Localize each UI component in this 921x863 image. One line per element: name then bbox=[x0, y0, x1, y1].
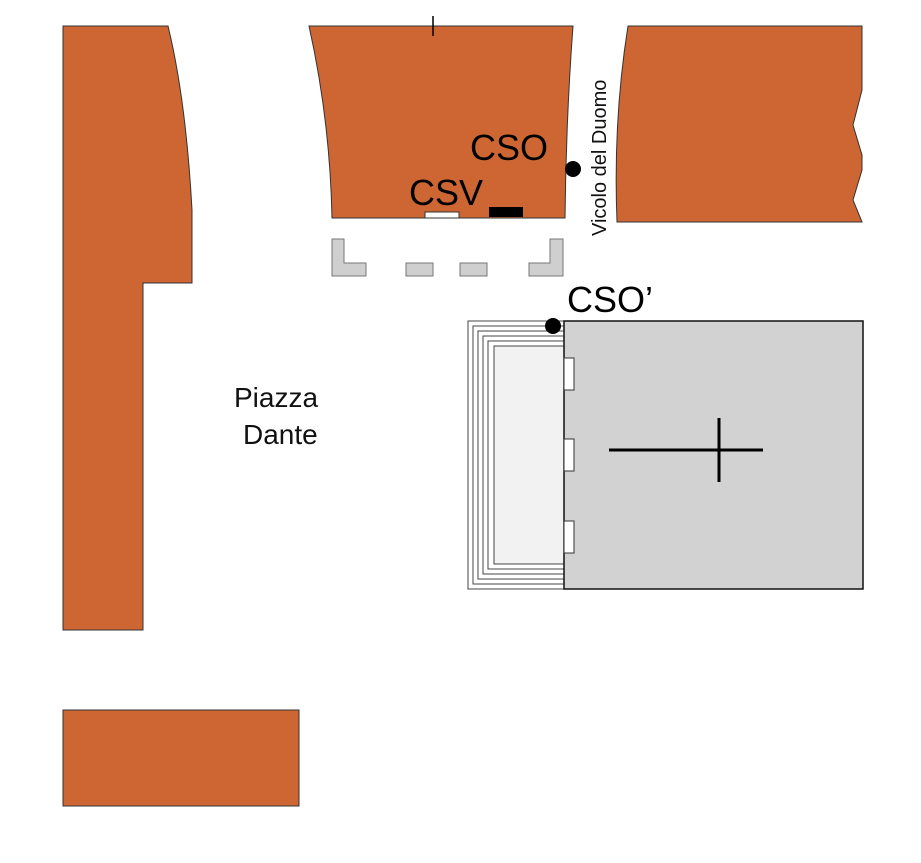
church-buttresses bbox=[563, 357, 575, 554]
label-alley: Vicolo del Duomo bbox=[589, 80, 611, 236]
stone-benches bbox=[331, 238, 564, 277]
cso-prime-point-marker bbox=[545, 318, 561, 334]
bench-middle-right bbox=[459, 262, 488, 277]
cso-sensor-black bbox=[489, 207, 523, 217]
bench-corner-left bbox=[331, 238, 367, 277]
building-north bbox=[308, 25, 574, 219]
church-body bbox=[563, 320, 864, 590]
building-west bbox=[62, 25, 193, 631]
label-square-line2: Dante bbox=[243, 419, 318, 450]
bench-corner-right bbox=[528, 238, 564, 277]
cso-point-marker bbox=[565, 161, 581, 177]
building-south bbox=[62, 709, 300, 807]
csv-sensor-white bbox=[424, 211, 460, 219]
bench-middle-left bbox=[405, 262, 434, 277]
church-porch bbox=[467, 320, 565, 590]
label-square-line1: Piazza bbox=[234, 382, 318, 413]
building-northeast bbox=[615, 25, 863, 223]
label-cso-prime: CSO’ bbox=[567, 279, 653, 320]
label-cso: CSO bbox=[470, 127, 548, 168]
label-csv: CSV bbox=[409, 172, 483, 213]
latin-cross-icon bbox=[609, 418, 763, 482]
church-atrium bbox=[493, 345, 565, 565]
